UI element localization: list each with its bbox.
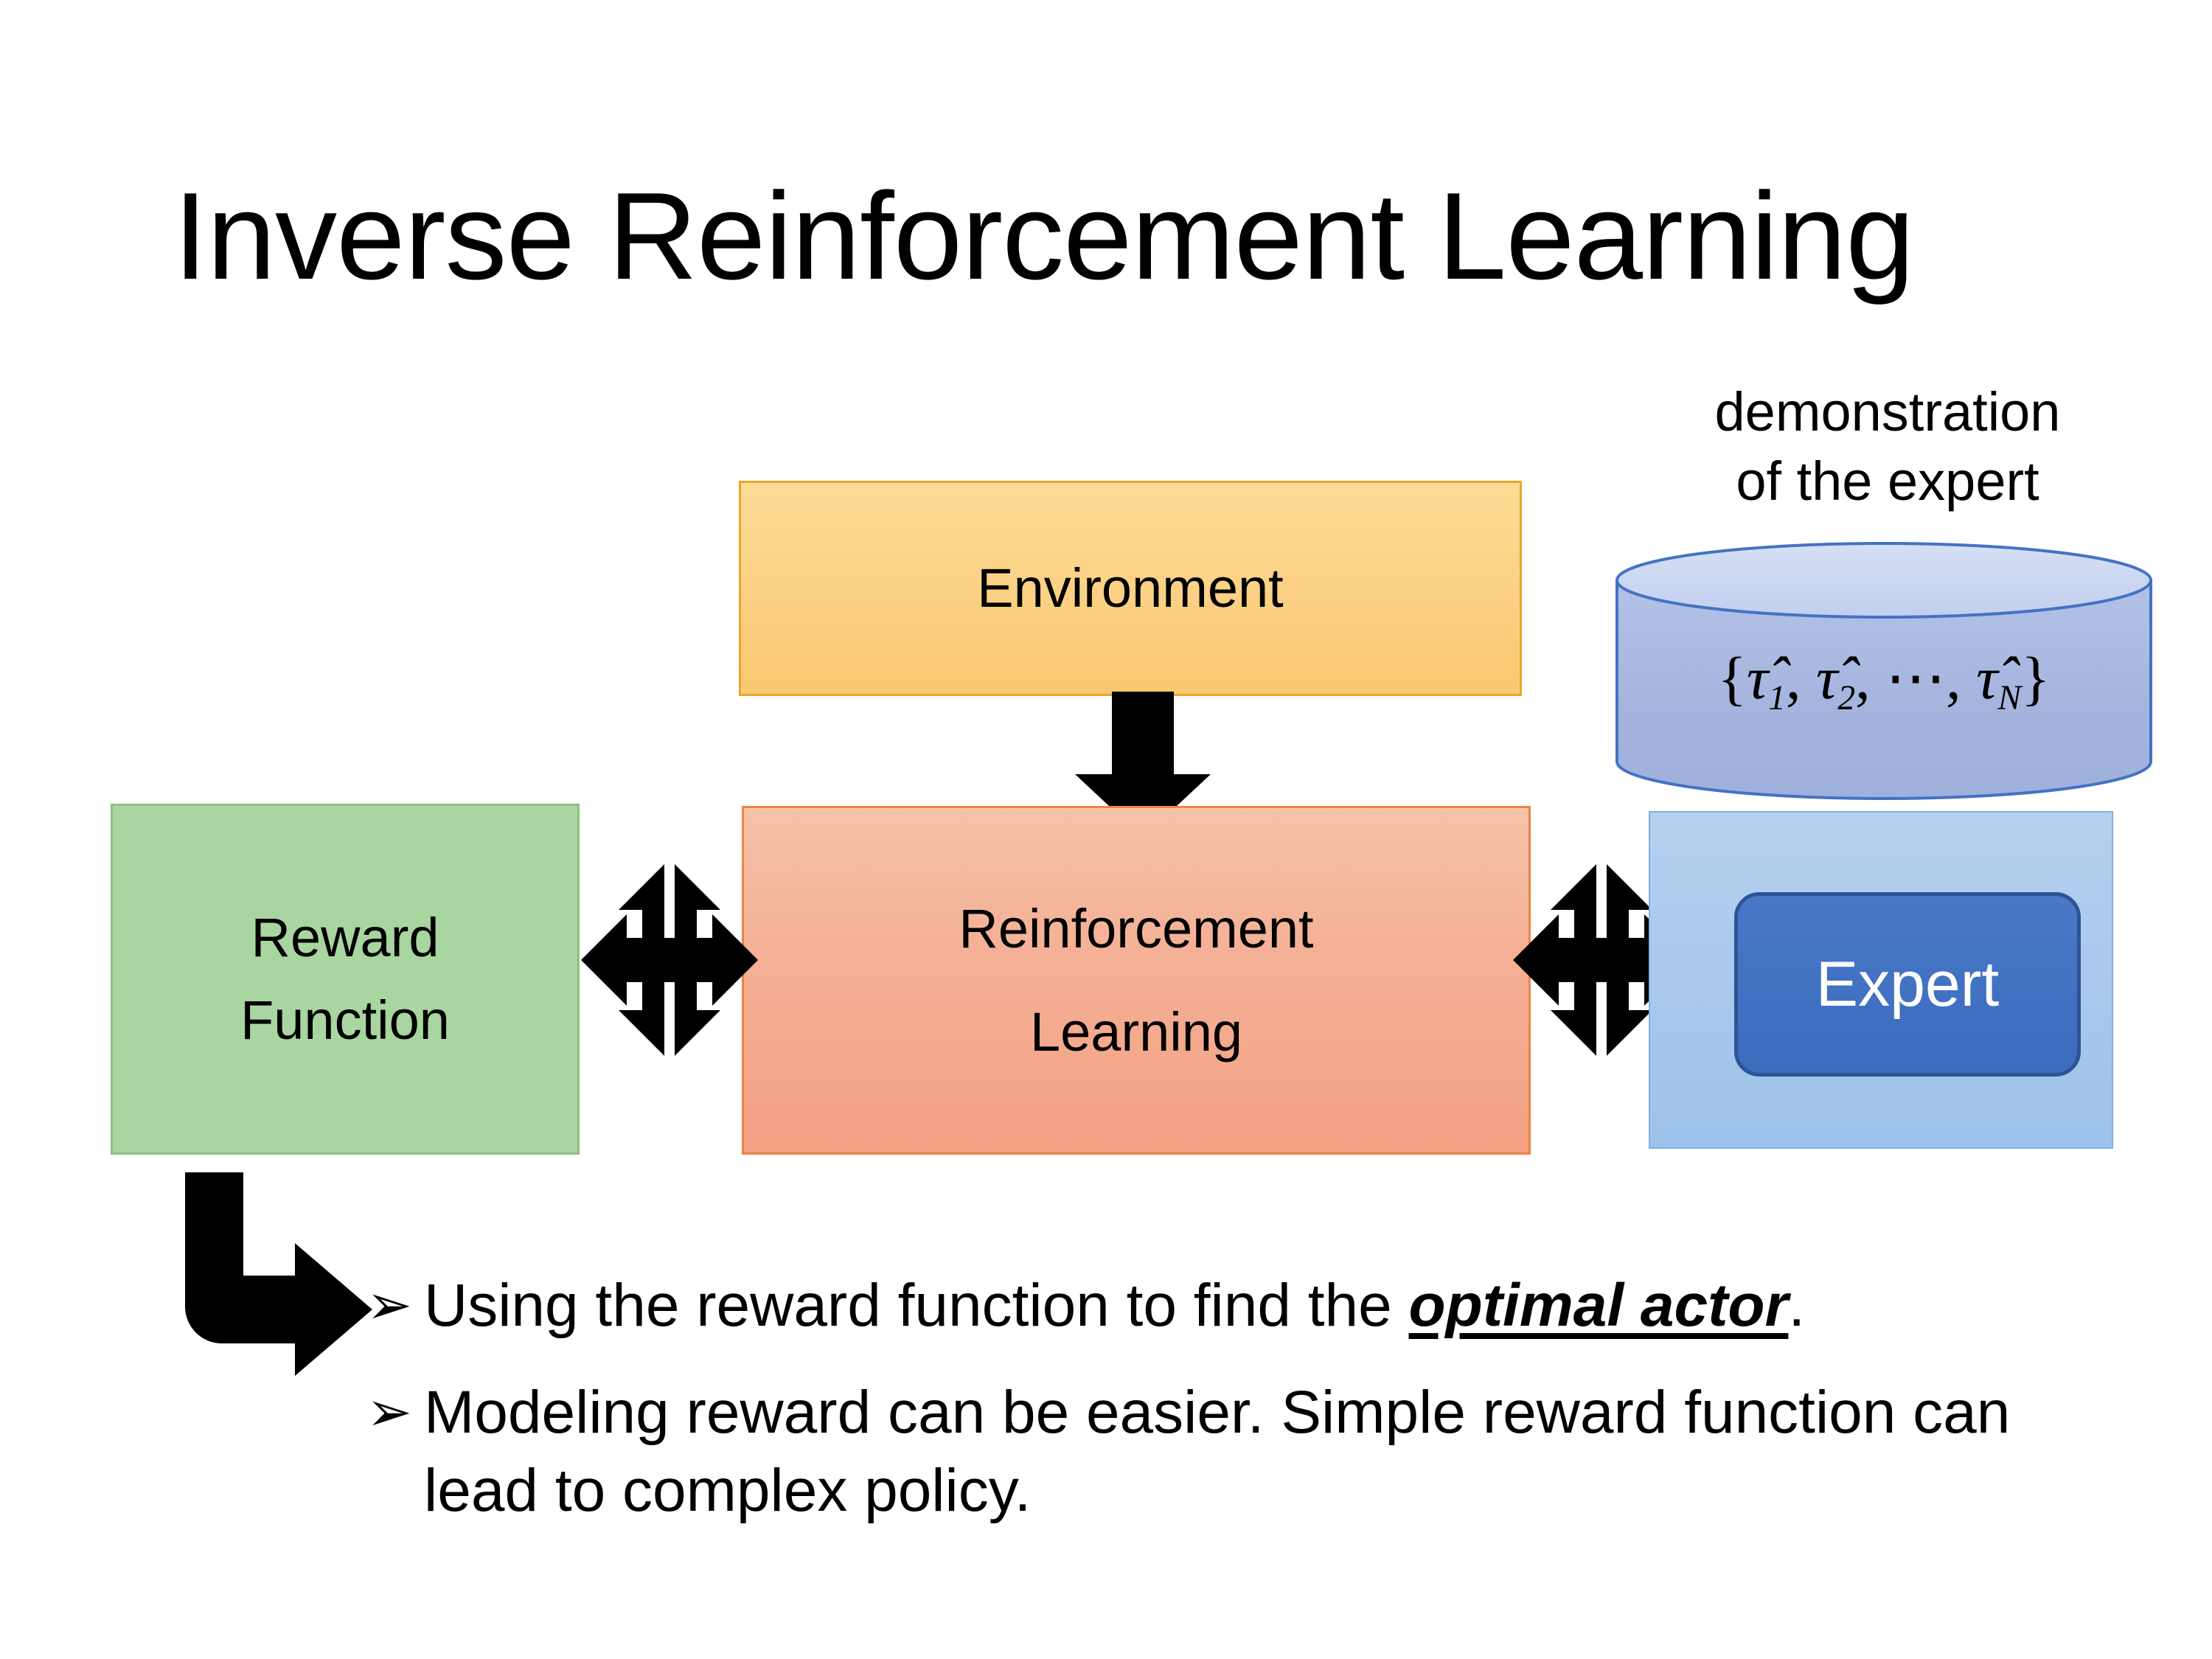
rl-label-line2: Learning	[1029, 1001, 1242, 1062]
environment-box: Environment	[739, 481, 1522, 696]
bullet-list: ➢ Using the reward function to find the …	[366, 1267, 2077, 1531]
list-item: ➢ Using the reward function to find the …	[366, 1267, 2077, 1346]
bullet-marker-icon: ➢	[366, 1274, 413, 1335]
demonstration-caption: demonstration of the expert	[1644, 378, 2131, 516]
reward-label-line2: Function	[240, 990, 450, 1051]
left-right-double-arrow-icon	[1513, 864, 1690, 1056]
bullet-text: Modeling reward can be easier. Simple re…	[424, 1378, 2011, 1525]
demonstration-cylinder	[1615, 542, 2153, 800]
rl-label-line1: Reinforcement	[959, 897, 1314, 959]
environment-label: Environment	[977, 557, 1284, 619]
demonstration-caption-line1: demonstration	[1714, 381, 2061, 442]
page-title: Inverse Reinforcement Learning	[173, 167, 1915, 305]
bullet-1-prefix: Using the reward function to find the	[424, 1272, 1409, 1339]
list-item: ➢ Modeling reward can be easier. Simple …	[366, 1374, 2077, 1531]
reward-label-line1: Reward	[251, 907, 439, 969]
reward-function-box: Reward Function	[111, 804, 580, 1155]
expert-box: Expert	[1734, 892, 2081, 1077]
bullet-1-emphasis: optimal actor	[1408, 1272, 1789, 1339]
down-arrow-icon	[1075, 692, 1211, 838]
bent-elbow-arrow-icon	[185, 1172, 372, 1376]
reinforcement-learning-box: Reinforcement Learning	[742, 806, 1531, 1155]
expert-label: Expert	[1815, 948, 2000, 1020]
demonstration-caption-line2: of the expert	[1736, 450, 2039, 512]
bullet-text: Using the reward function to find the op…	[424, 1267, 2077, 1346]
bullet-1-suffix: .	[1788, 1272, 1806, 1339]
left-right-double-arrow-icon	[581, 864, 758, 1056]
bullet-marker-icon: ➢	[366, 1380, 413, 1442]
